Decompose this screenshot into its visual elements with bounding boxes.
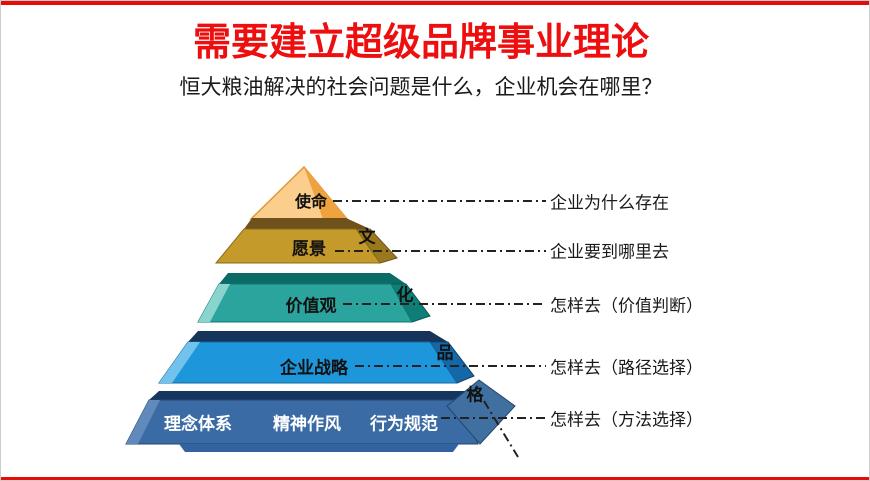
bottom-accent-bar — [1, 477, 869, 480]
pyramid-label-mission: 使命 — [294, 194, 328, 211]
slide-header: 需要建立超级品牌事业理论 恒大粮油解决的社会问题是什么，企业机会在哪里？ — [1, 22, 841, 101]
side-char-culture-2: 化 — [396, 285, 414, 305]
pyramid-level-3-top — [219, 273, 406, 284]
annotation-where-to-go: 企业要到哪里去 — [550, 242, 669, 262]
pyramid-base-strip — [179, 444, 459, 452]
pyramid-label-strategy: 企业战略 — [280, 358, 348, 378]
pyramid-level-2-face — [214, 228, 381, 264]
pyramid-label-values: 价值观 — [285, 296, 337, 316]
annotation-path-choice: 怎样去（路径选择） — [550, 358, 703, 378]
side-char-culture-3: 品 — [436, 343, 454, 363]
leader-lines — [333, 200, 546, 458]
top-accent-bar — [1, 1, 869, 5]
pyramid-level-1-shade — [304, 167, 347, 219]
pyramid-level-5-top — [149, 391, 489, 400]
annotation-method-choice: 怎样去（方法选择） — [550, 410, 703, 430]
leader-line-diagonal — [483, 400, 519, 458]
pyramid-level-3-left-shade — [198, 284, 230, 322]
pyramid-level-5-left-shade — [126, 400, 160, 444]
pyramid-label-spirit-style: 精神作风 — [273, 414, 341, 434]
annotation-why-exist: 企业为什么存在 — [550, 193, 669, 213]
side-char-culture-1: 文 — [358, 227, 376, 247]
pyramid-label-vision: 愿景 — [292, 239, 326, 259]
annotation-value-judgment: 怎样去（价值判断） — [550, 296, 703, 316]
pyramid-level-5-diamond — [446, 379, 516, 445]
pyramid-level-2-top — [244, 218, 370, 229]
side-char-culture-4: 格 — [466, 385, 484, 405]
slide-subtitle: 恒大粮油解决的社会问题是什么，企业机会在哪里？ — [179, 75, 663, 99]
slide-title: 需要建立超级品牌事业理论 — [192, 22, 649, 64]
pyramid-level-4-left-shade — [159, 342, 200, 383]
pyramid-level-4-top — [188, 331, 448, 342]
pyramid-label-idea-system: 理念体系 — [164, 414, 232, 434]
pyramid-label-behavior-norms: 行为规范 — [370, 414, 438, 434]
